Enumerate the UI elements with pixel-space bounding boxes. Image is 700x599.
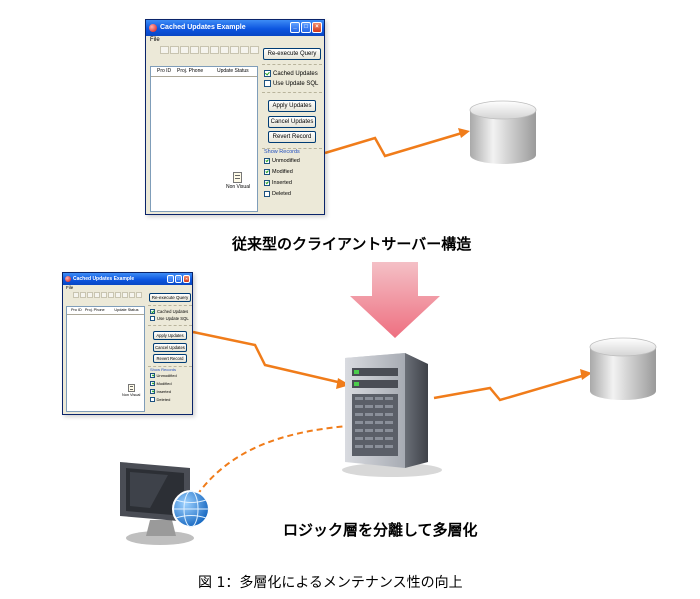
revert-record-button[interactable]: Revert Record: [268, 131, 316, 143]
inserted-checkbox[interactable]: Inserted: [264, 180, 292, 186]
revert-record-button[interactable]: Revert Record: [153, 354, 187, 363]
minimize-button[interactable]: _: [167, 275, 174, 283]
reexecute-query-button[interactable]: Re-execute Query: [149, 293, 191, 302]
maximize-button[interactable]: □: [175, 275, 182, 283]
column-header[interactable]: Pro ID: [157, 68, 172, 74]
modified-checkbox[interactable]: Modified: [150, 381, 172, 386]
unmodified-checkbox[interactable]: Unmodified: [264, 158, 300, 164]
show-records-label: Show Records: [264, 149, 300, 155]
traditional-architecture-label: 従来型のクライアントサーバー構造: [232, 235, 472, 253]
database-icon-bottom: [589, 337, 657, 400]
close-button[interactable]: ×: [183, 275, 190, 283]
window-title: Cached Updates Example: [160, 24, 246, 31]
minimize-button[interactable]: _: [290, 22, 300, 33]
dashed-connection-client-server: [196, 425, 349, 496]
database-icon-top: [469, 100, 537, 164]
app-window-bottom: Cached Updates Example _ □ × File Pro ID…: [62, 272, 193, 415]
unmodified-checkbox[interactable]: Unmodified: [150, 373, 177, 378]
connection-line-server-db: [433, 374, 583, 402]
navigator-toolbar[interactable]: [160, 46, 260, 54]
use-update-sql-checkbox[interactable]: Use Update SQL: [264, 80, 318, 87]
app-window-top: Cached Updates Example _ □ × File Pro ID…: [145, 19, 325, 215]
apply-updates-button[interactable]: Apply Updates: [268, 100, 316, 112]
data-grid[interactable]: Pro ID Proj. Phone Update Status: [150, 66, 258, 212]
app-icon: [65, 276, 71, 282]
grid-header: Pro ID Proj. Phone Update Status: [67, 307, 144, 315]
apply-updates-button[interactable]: Apply Updates: [153, 331, 187, 340]
window-title: Cached Updates Example: [73, 276, 135, 282]
column-header[interactable]: Update Status: [217, 68, 249, 74]
arrowhead-server: [336, 378, 350, 389]
cached-updates-checkbox[interactable]: Cached Updates: [264, 70, 318, 77]
close-button[interactable]: ×: [312, 22, 322, 33]
show-records-label: Show Records: [150, 367, 177, 372]
navigator-toolbar[interactable]: [73, 292, 143, 298]
globe-icon: [172, 490, 210, 528]
non-visual-component-icon: [233, 172, 242, 183]
window-titlebar: Cached Updates Example _ □ ×: [146, 20, 324, 36]
cancel-updates-button[interactable]: Cancel Updates: [153, 343, 187, 352]
use-update-sql-checkbox[interactable]: Use Update SQL: [150, 316, 189, 321]
column-header[interactable]: Update Status: [114, 308, 139, 312]
cached-updates-checkbox[interactable]: Cached Updates: [150, 309, 188, 314]
menu-file[interactable]: File: [66, 285, 74, 290]
non-visual-component-icon: [128, 384, 135, 392]
column-header[interactable]: Proj. Phone: [177, 68, 204, 74]
cancel-updates-button[interactable]: Cancel Updates: [268, 116, 316, 128]
deleted-checkbox[interactable]: Deleted: [150, 397, 170, 402]
connection-line-window-server: [192, 330, 343, 385]
separated-logic-label: ロジック層を分離して多層化: [283, 521, 478, 539]
deleted-checkbox[interactable]: Deleted: [264, 191, 291, 197]
reexecute-query-button[interactable]: Re-execute Query: [263, 48, 321, 60]
arrowhead-db: [580, 369, 592, 380]
menu-file[interactable]: File: [150, 37, 160, 43]
non-visual-label: Non Visual: [122, 393, 141, 397]
down-arrow: [350, 262, 440, 338]
column-header[interactable]: Proj. Phone: [84, 308, 105, 312]
window-titlebar: Cached Updates Example _ □ ×: [63, 273, 192, 285]
figure-caption: 図 1：多層化によるメンテナンス性の向上: [198, 575, 463, 591]
grid-header: Pro ID Proj. Phone Update Status: [151, 67, 257, 77]
connection-line-top: [324, 131, 463, 158]
column-header[interactable]: Pro ID: [71, 308, 82, 312]
modified-checkbox[interactable]: Modified: [264, 169, 293, 175]
app-icon: [149, 24, 157, 32]
non-visual-label: Non Visual: [226, 184, 251, 190]
server-icon: [342, 353, 442, 477]
arrowhead-top: [458, 128, 470, 138]
data-grid[interactable]: Pro ID Proj. Phone Update Status: [66, 306, 145, 412]
maximize-button[interactable]: □: [301, 22, 311, 33]
inserted-checkbox[interactable]: Inserted: [150, 389, 171, 394]
